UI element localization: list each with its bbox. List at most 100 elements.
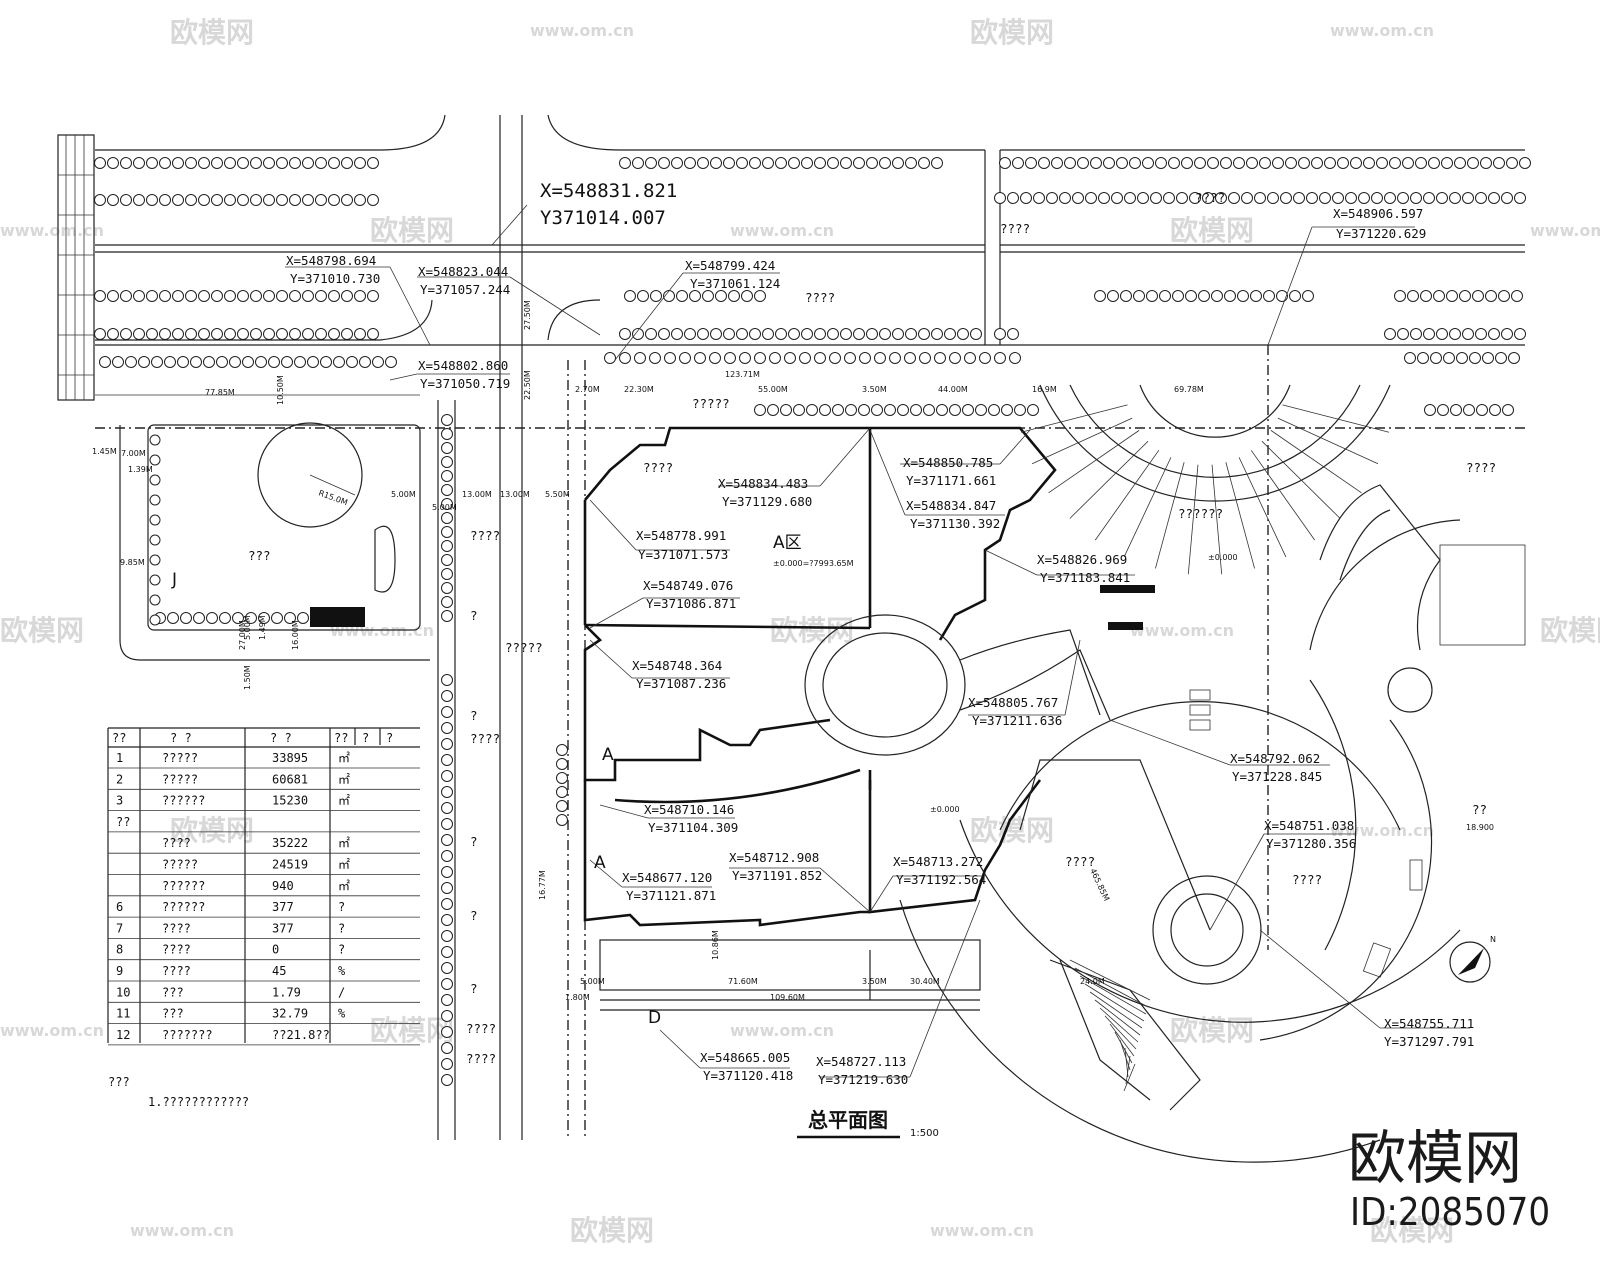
- tree-symbol: [328, 194, 340, 206]
- tree-symbol: [1495, 352, 1507, 364]
- dim-label: 1.39M: [128, 465, 153, 474]
- zone-a-small: A: [602, 745, 614, 765]
- dim-label: 9.85M: [120, 558, 145, 567]
- tree-symbol: [1293, 192, 1305, 204]
- tree-symbol: [367, 194, 379, 206]
- tree-symbol: [957, 328, 969, 340]
- tree-symbol: [1150, 192, 1162, 204]
- tree-symbol: [441, 850, 453, 862]
- table-cell-unit: ㎡: [338, 858, 350, 872]
- tree-symbol: [133, 290, 145, 302]
- tree-symbol: [281, 356, 293, 368]
- tree-symbol: [1059, 192, 1071, 204]
- placeholder-text: ????: [470, 731, 500, 746]
- tree-symbol: [1485, 290, 1497, 302]
- tree-symbol: [198, 290, 210, 302]
- tree-symbol: [149, 574, 161, 586]
- tree-symbol: [354, 328, 366, 340]
- tree-symbol: [879, 328, 891, 340]
- tree-symbol: [1280, 192, 1292, 204]
- tree-symbol: [441, 898, 453, 910]
- table-cell-value: ??21.8??: [272, 1028, 330, 1042]
- north-label: N: [1490, 935, 1496, 944]
- coord-x: X=548665.005: [700, 1050, 790, 1065]
- coord-x: X=548749.076: [643, 578, 733, 593]
- tree-symbol: [328, 328, 340, 340]
- dim-label: 69.78M: [1174, 385, 1204, 394]
- tree-symbol: [832, 404, 844, 416]
- table-cell-name: ?????: [162, 772, 198, 786]
- tree-symbol: [441, 706, 453, 718]
- tree-symbol: [172, 290, 184, 302]
- tree-symbol: [1311, 157, 1323, 169]
- tree-symbol: [276, 328, 288, 340]
- coord-x: X=548710.146: [644, 802, 734, 817]
- tree-symbol: [149, 434, 161, 446]
- tree-symbol: [1394, 290, 1406, 302]
- tree-symbol: [94, 157, 106, 169]
- dim-label: 27.50M: [523, 300, 532, 330]
- tree-symbol: [203, 356, 215, 368]
- tree-symbol: [1094, 290, 1106, 302]
- tree-symbol: [1436, 192, 1448, 204]
- tree-symbol: [441, 540, 453, 552]
- tree-symbol: [694, 352, 706, 364]
- tree-symbol: [315, 290, 327, 302]
- north-arrow: N: [1449, 935, 1496, 983]
- tree-symbol: [441, 866, 453, 878]
- tree-symbol: [167, 612, 179, 624]
- table-cell-value: 24519: [272, 858, 308, 872]
- tree-symbol: [441, 414, 453, 426]
- dim-label: 55.00M: [758, 385, 788, 394]
- coord-x-large: X=548831.821: [540, 180, 677, 202]
- tree-symbol: [754, 290, 766, 302]
- watermark-logo: 欧模网: [1370, 1214, 1454, 1247]
- table-header-cell: ?: [386, 731, 393, 745]
- tree-symbol: [107, 328, 119, 340]
- tree-symbol: [658, 328, 670, 340]
- tree-symbol: [1133, 290, 1145, 302]
- tree-symbol: [769, 352, 781, 364]
- tree-symbol: [1463, 404, 1475, 416]
- tree-symbol: [1397, 328, 1409, 340]
- tree-symbol: [276, 290, 288, 302]
- watermark-logo: 欧模网: [170, 814, 254, 847]
- tree-symbol: [762, 328, 774, 340]
- tree-symbol: [658, 157, 670, 169]
- tree-symbol: [994, 328, 1006, 340]
- tree-symbol: [649, 352, 661, 364]
- tree-symbol: [1176, 192, 1188, 204]
- tree-symbol: [1397, 192, 1409, 204]
- coord-y: Y=371071.573: [638, 547, 728, 562]
- tree-symbol: [289, 328, 301, 340]
- table-header-cell: ??: [112, 731, 126, 745]
- tree-symbol: [441, 610, 453, 622]
- tree-symbol: [905, 157, 917, 169]
- watermark-logo: 欧模网: [970, 814, 1054, 847]
- tree-symbol: [964, 352, 976, 364]
- tree-symbol: [853, 157, 865, 169]
- notes-heading: ???: [108, 1075, 130, 1089]
- tree-symbol: [1189, 192, 1201, 204]
- tree-symbol: [619, 352, 631, 364]
- watermark-url: www.om.cn: [930, 1221, 1034, 1240]
- coord-x: X=548727.113: [816, 1054, 906, 1069]
- tree-symbol: [1363, 157, 1375, 169]
- tree-symbol: [120, 290, 132, 302]
- tree-symbol: [840, 328, 852, 340]
- placeholder-text: ????: [1000, 221, 1030, 236]
- placeholder-text: ??????: [1178, 506, 1223, 521]
- tree-symbol: [853, 328, 865, 340]
- tree-symbol: [297, 612, 309, 624]
- tree-symbol: [1404, 352, 1416, 364]
- watermark-url: www.om.cn: [730, 1021, 834, 1040]
- coord-y: Y=371061.124: [690, 276, 780, 291]
- tree-symbol: [441, 834, 453, 846]
- table-cell-name: ????: [162, 943, 191, 957]
- watermark-logo: 欧模网: [570, 1214, 654, 1247]
- tree-symbol: [268, 356, 280, 368]
- dim-label: 16.9M: [1032, 385, 1057, 394]
- placeholder-text: ???: [248, 548, 271, 563]
- tree-symbol: [302, 157, 314, 169]
- tree-symbol: [844, 352, 856, 364]
